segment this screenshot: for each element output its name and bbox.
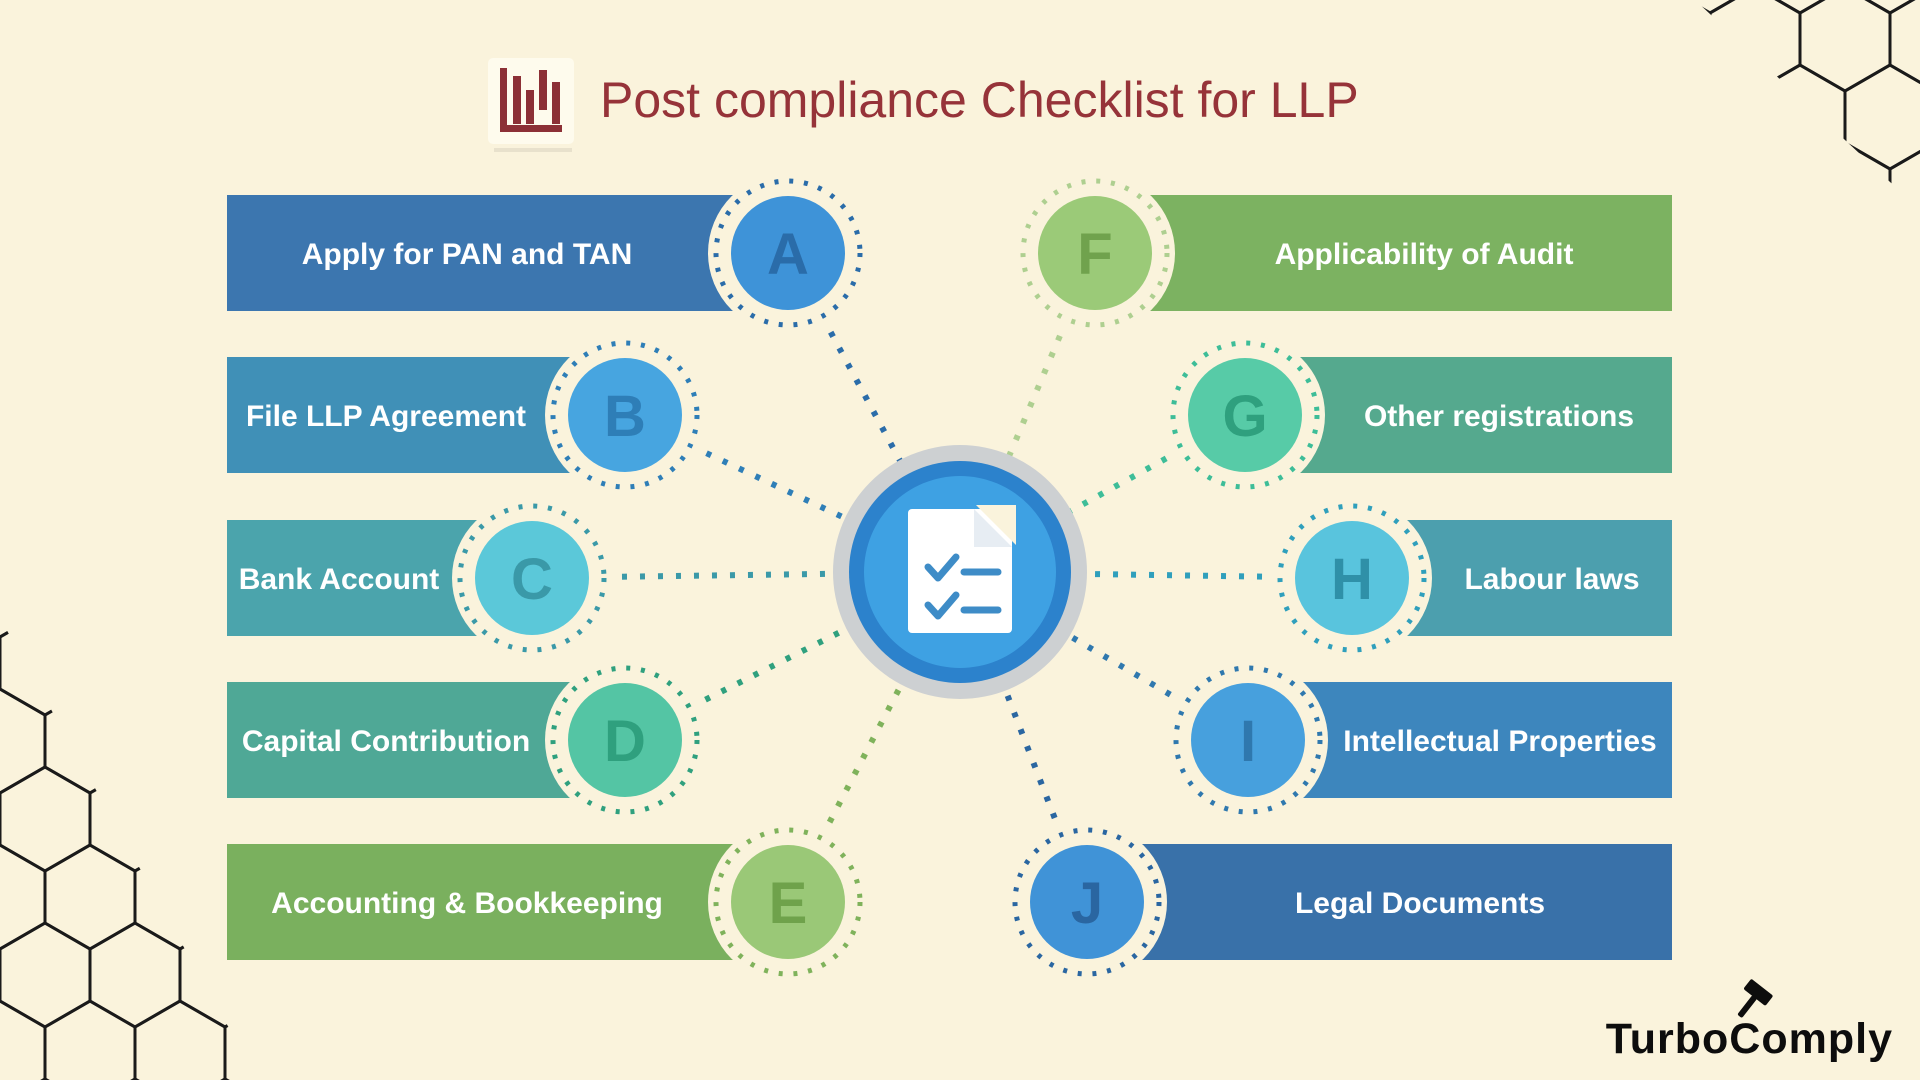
letter-circle-a [731, 196, 845, 310]
title-group: Post compliance Checklist for LLP [488, 58, 1359, 152]
letter-circle-d [568, 683, 682, 797]
letter-circle-f [1038, 196, 1152, 310]
item-labels: Apply for PAN and TAN File LLP Agreement… [239, 238, 1657, 920]
item-letter-d: D [604, 709, 646, 774]
letter-circle-g [1188, 358, 1302, 472]
dotted-ring-b [550, 340, 700, 490]
item-letter-i: I [1240, 709, 1256, 774]
dotted-ring-e [713, 827, 863, 977]
item-letter-j: J [1071, 871, 1103, 936]
letter-circle-i [1191, 683, 1305, 797]
item-label-j: Legal Documents [1295, 887, 1545, 920]
item-letter-c: C [511, 547, 553, 612]
item-label-b: File LLP Agreement [246, 400, 526, 433]
brand-name: TurboComply [1606, 1015, 1893, 1063]
item-bar-j [1067, 844, 1672, 960]
center-hub [833, 445, 1087, 699]
item-label-h: Labour laws [1464, 563, 1639, 596]
item-label-f: Applicability of Audit [1275, 238, 1574, 271]
item-letter-f: F [1077, 222, 1112, 287]
honeycomb-decoration-bottom-left [0, 618, 258, 1080]
dotted-ring-g [1170, 340, 1320, 490]
honeycomb-decoration-top-right [1695, 0, 1920, 210]
letter-circles [475, 196, 1409, 959]
item-label-g: Other registrations [1364, 400, 1634, 433]
dotted-ring-f [1020, 178, 1170, 328]
item-letter-b: B [604, 384, 646, 449]
letter-circle-e [731, 845, 845, 959]
dotted-ring-c [457, 503, 607, 653]
letter-circle-h [1295, 521, 1409, 635]
page-title: Post compliance Checklist for LLP [600, 72, 1359, 128]
item-label-d: Capital Contribution [242, 725, 530, 758]
checklist-document-icon [908, 505, 1016, 633]
title-icon-shadow [494, 148, 572, 152]
dotted-ring-j [1012, 827, 1162, 977]
dotted-ring-d [550, 665, 700, 815]
brand-logo: TurboComply [1606, 979, 1893, 1063]
letter-circle-b [568, 358, 682, 472]
gavel-icon [1737, 979, 1773, 1018]
item-letter-a: A [767, 222, 809, 287]
letter-circle-c [475, 521, 589, 635]
item-label-a: Apply for PAN and TAN [302, 238, 633, 271]
item-label-i: Intellectual Properties [1343, 725, 1656, 758]
item-label-e: Accounting & Bookkeeping [271, 887, 663, 920]
dotted-ring-a [713, 178, 863, 328]
item-label-c: Bank Account [239, 563, 440, 596]
item-letter-e: E [769, 871, 808, 936]
letters: A B C D E F G H I J [511, 222, 1373, 936]
connector-dotted-line-a [785, 251, 963, 574]
item-letter-h: H [1331, 547, 1373, 612]
letter-circle-j [1030, 845, 1144, 959]
dotted-ring-i [1173, 665, 1323, 815]
bar-chart-icon [500, 68, 562, 132]
dotted-rings [457, 178, 1427, 977]
dotted-ring-h [1277, 503, 1427, 653]
item-letter-g: G [1222, 384, 1267, 449]
